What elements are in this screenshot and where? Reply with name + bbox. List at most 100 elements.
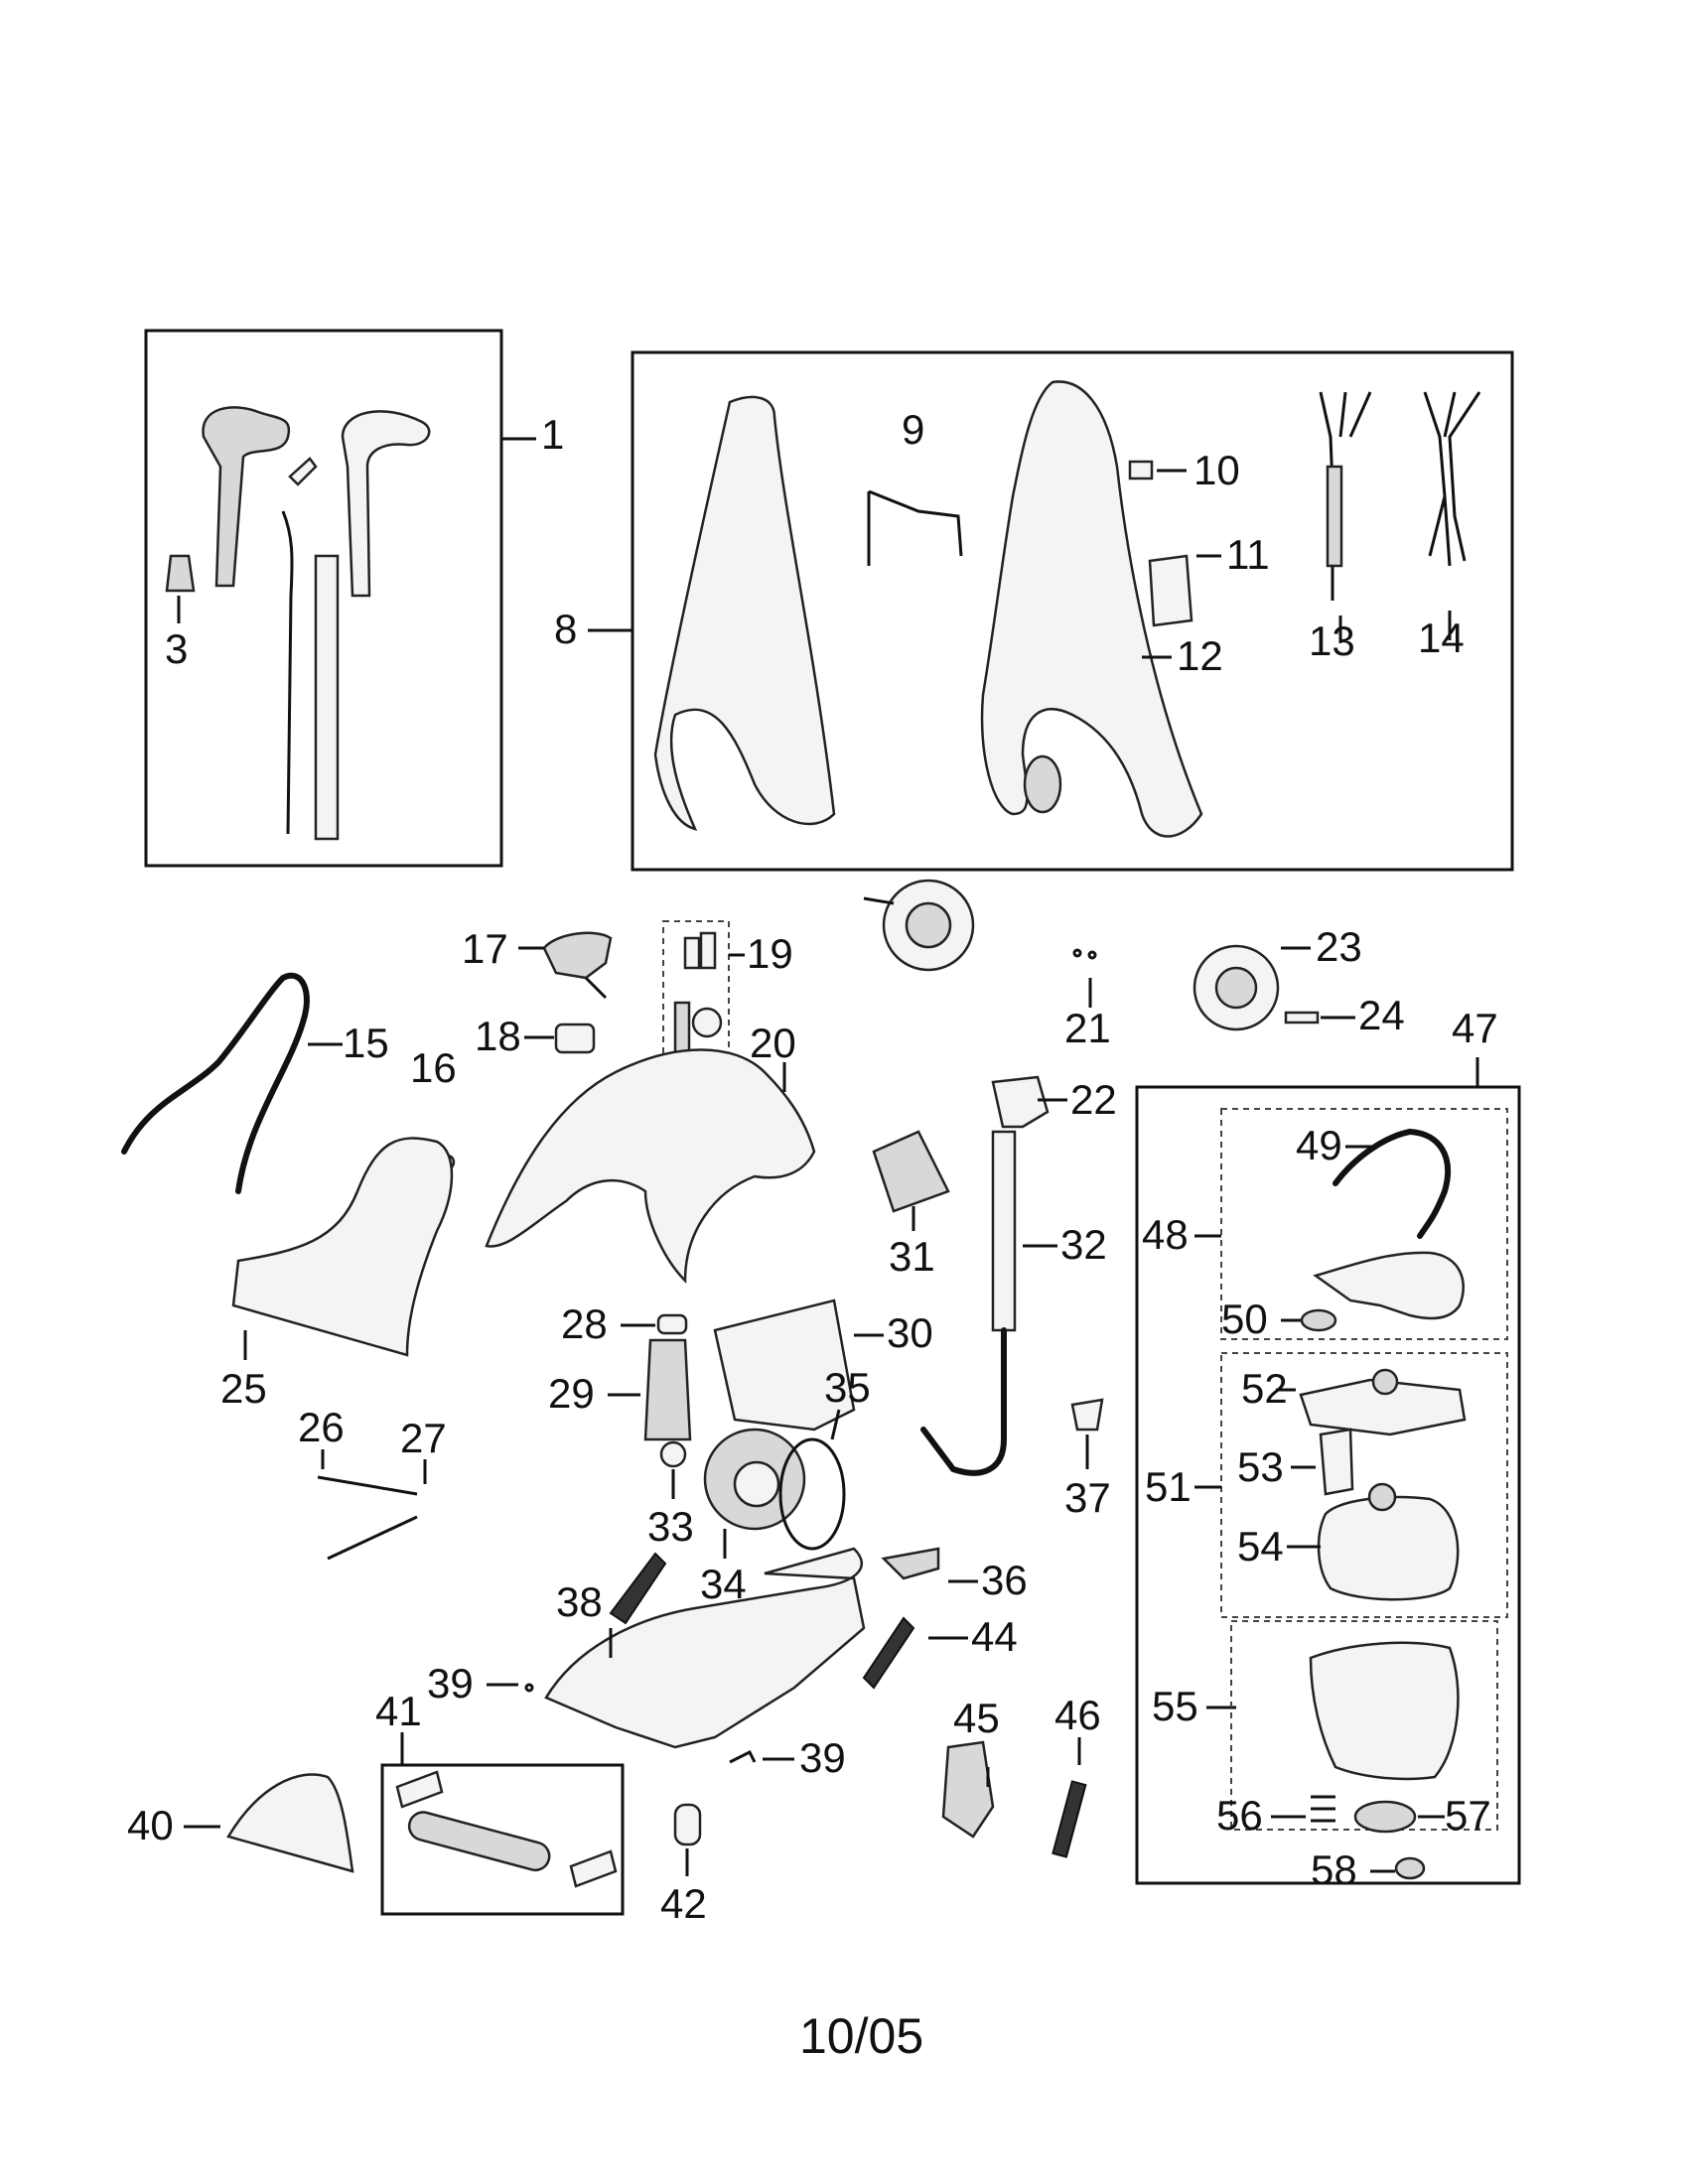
label-17: 17 <box>462 925 508 972</box>
group-box-41 <box>380 1763 625 1916</box>
label-42: 42 <box>660 1880 707 1927</box>
label-47: 47 <box>1452 1005 1498 1051</box>
handle-assembly-group <box>144 329 536 868</box>
label-48: 48 <box>1142 1211 1189 1258</box>
lever-part-44 <box>862 1616 915 1690</box>
main-housing-part-20 <box>485 1048 816 1285</box>
label-1: 1 <box>541 411 564 458</box>
label-37: 37 <box>1064 1474 1111 1521</box>
label-10: 10 <box>1193 447 1240 493</box>
label-31: 31 <box>889 1233 935 1280</box>
knob-part-3 <box>165 554 196 593</box>
label-14: 14 <box>1418 614 1465 661</box>
clip-part-10 <box>1128 460 1154 480</box>
pedal-part-17 <box>542 931 613 980</box>
label-33: 33 <box>647 1503 694 1550</box>
label-8: 8 <box>554 606 577 652</box>
nozzle-cover-part-25 <box>231 1137 454 1357</box>
label-40: 40 <box>127 1802 174 1848</box>
shaft-part-27 <box>327 1515 418 1561</box>
label-34: 34 <box>700 1561 747 1607</box>
kit-box-55 <box>1230 1620 1498 1831</box>
label-19: 19 <box>747 930 793 977</box>
label-49: 49 <box>1296 1122 1342 1168</box>
valve-part-53 <box>1319 1428 1354 1496</box>
label-25: 25 <box>220 1365 267 1412</box>
base-part-38 <box>544 1547 866 1749</box>
cord-part-13 <box>1319 391 1372 643</box>
label-11: 11 <box>1226 531 1270 578</box>
rod-part-46 <box>1052 1780 1087 1858</box>
label-9: 9 <box>902 406 924 453</box>
gasket-part-18 <box>554 1023 596 1054</box>
label-53: 53 <box>1237 1443 1284 1490</box>
label-22: 22 <box>1070 1076 1117 1123</box>
brush-roll-part-41 <box>407 1811 551 1872</box>
label-50: 50 <box>1221 1296 1268 1342</box>
hose-part-15 <box>121 972 310 1194</box>
bracket-part-11 <box>1148 554 1193 627</box>
label-55: 55 <box>1152 1683 1198 1729</box>
rear-shell-part <box>980 380 1203 838</box>
label-54: 54 <box>1237 1523 1284 1570</box>
label-46: 46 <box>1054 1692 1101 1738</box>
label-21: 21 <box>1064 1005 1111 1051</box>
gasket-part-35 <box>778 1437 846 1551</box>
guard-part-40 <box>226 1773 354 1873</box>
label-45: 45 <box>953 1695 1000 1741</box>
harness-part-14 <box>1423 391 1481 640</box>
filter-part-31 <box>872 1130 950 1213</box>
ring-part-33 <box>659 1440 687 1468</box>
label-18: 18 <box>475 1013 521 1059</box>
group-box-1 <box>144 329 503 868</box>
handle-cover-part <box>341 410 431 598</box>
kit-box-51 <box>1220 1352 1508 1618</box>
label-52: 52 <box>1241 1365 1288 1412</box>
label-39b: 39 <box>799 1734 846 1781</box>
label-20: 20 <box>750 1020 796 1066</box>
label-26: 26 <box>298 1404 345 1450</box>
handle-grip-part <box>202 406 291 588</box>
front-shell-part <box>653 395 836 831</box>
label-29: 29 <box>548 1370 595 1417</box>
clip-part-37 <box>1070 1398 1104 1432</box>
recovery-tank-part-55 <box>1309 1641 1460 1781</box>
trigger-part <box>288 457 318 486</box>
label-30: 30 <box>887 1309 933 1356</box>
bracket-part-9 <box>867 489 963 566</box>
label-36: 36 <box>981 1557 1028 1603</box>
cap-part-57 <box>1353 1800 1417 1834</box>
motor-housing-part-30 <box>713 1298 856 1432</box>
body-shell-group <box>588 350 1514 872</box>
label-12: 12 <box>1177 632 1223 679</box>
label-27: 27 <box>400 1415 447 1461</box>
label-56: 56 <box>1216 1792 1263 1839</box>
screw-part-39b <box>729 1749 757 1764</box>
valve-part-45 <box>941 1740 995 1839</box>
label-32: 32 <box>1060 1221 1107 1268</box>
label-28: 28 <box>561 1300 608 1347</box>
label-24: 24 <box>1358 992 1405 1038</box>
group-box-8 <box>631 350 1514 872</box>
seal-part-28 <box>656 1313 688 1335</box>
group-box-47 <box>1135 1085 1521 1885</box>
label-57: 57 <box>1445 1792 1491 1839</box>
solution-tank-part-54 <box>1317 1495 1460 1601</box>
label-16: 16 <box>410 1044 457 1091</box>
label-58: 58 <box>1311 1846 1357 1893</box>
label-51: 51 <box>1145 1463 1192 1510</box>
tank-handle-part-49 <box>1333 1128 1452 1239</box>
label-38: 38 <box>556 1578 603 1625</box>
shaft-part-26 <box>317 1475 418 1496</box>
label-41: 41 <box>375 1688 422 1734</box>
label-39a: 39 <box>427 1660 474 1706</box>
label-3: 3 <box>165 625 188 672</box>
label-13: 13 <box>1309 617 1355 664</box>
label-23: 23 <box>1316 923 1362 970</box>
label-44: 44 <box>971 1613 1018 1660</box>
tank-assembly-group <box>1135 1057 1521 1885</box>
strainer-part-52 <box>1299 1378 1467 1436</box>
label-15: 15 <box>343 1020 389 1066</box>
duct-part-29 <box>643 1338 692 1441</box>
